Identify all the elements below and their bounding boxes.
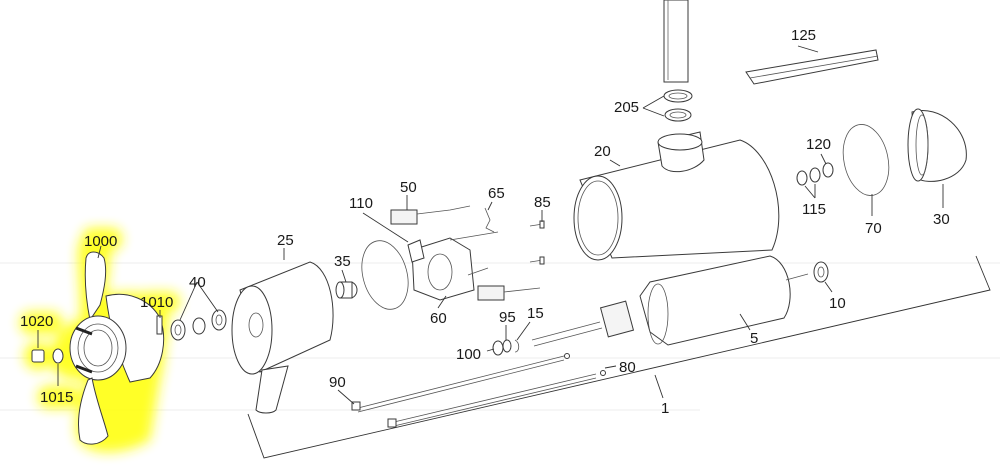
callout-95: 95 xyxy=(499,309,516,326)
callout-70: 70 xyxy=(865,220,882,237)
callout-85: 85 xyxy=(534,194,551,211)
screws-85 xyxy=(529,220,545,265)
propeller-1000 xyxy=(69,251,165,445)
callout-60: 60 xyxy=(430,310,447,327)
callout-30: 30 xyxy=(933,211,950,228)
callout-40: 40 xyxy=(189,274,206,291)
callout-50: 50 xyxy=(400,179,417,196)
callout-35: 35 xyxy=(334,253,351,270)
callout-20: 20 xyxy=(594,143,611,160)
callout-100: 100 xyxy=(456,346,482,363)
callout-1015: 1015 xyxy=(40,389,74,406)
callout-90: 90 xyxy=(329,374,346,391)
callout-10: 10 xyxy=(829,295,846,312)
callout-80: 80 xyxy=(619,359,636,376)
callout-110: 110 xyxy=(349,195,373,212)
bushing-35 xyxy=(335,281,358,299)
motor-housing-20 xyxy=(573,131,780,261)
callout-5: 5 xyxy=(750,330,759,347)
pin-1010 xyxy=(156,315,163,335)
washers-100-95-15 xyxy=(492,339,520,356)
bearings-40 xyxy=(170,309,227,341)
bracket-125 xyxy=(745,49,879,85)
end-cap-30 xyxy=(907,108,967,182)
callout-205: 205 xyxy=(614,99,640,116)
tie-rods-90-80 xyxy=(351,353,606,428)
assembly-bracket-1 xyxy=(247,255,991,459)
callout-1020: 1020 xyxy=(20,313,54,330)
brush-plate-60 xyxy=(407,231,499,301)
callout-125: 125 xyxy=(791,27,817,44)
callout-1010: 1010 xyxy=(140,294,174,311)
spring-65 xyxy=(484,207,495,233)
armature-5 xyxy=(531,255,809,347)
washers-115-120 xyxy=(796,162,834,186)
nut-1020 xyxy=(31,349,45,363)
oring-70 xyxy=(842,124,890,196)
steering-shaft xyxy=(663,0,689,83)
callout-120: 120 xyxy=(806,136,832,153)
callout-115: 115 xyxy=(802,201,826,218)
bearing-10 xyxy=(813,261,829,283)
callout-1000: 1000 xyxy=(84,233,118,250)
housing-25 xyxy=(231,261,334,414)
callout-1: 1 xyxy=(661,400,670,417)
brush-50 xyxy=(390,209,418,225)
oring-110 xyxy=(361,240,409,310)
washer-1015 xyxy=(52,348,64,364)
callout-25: 25 xyxy=(277,232,294,249)
leader-lines xyxy=(37,45,944,405)
bearings-205 xyxy=(663,89,693,122)
callout-15: 15 xyxy=(527,305,544,322)
callout-65: 65 xyxy=(488,185,505,202)
